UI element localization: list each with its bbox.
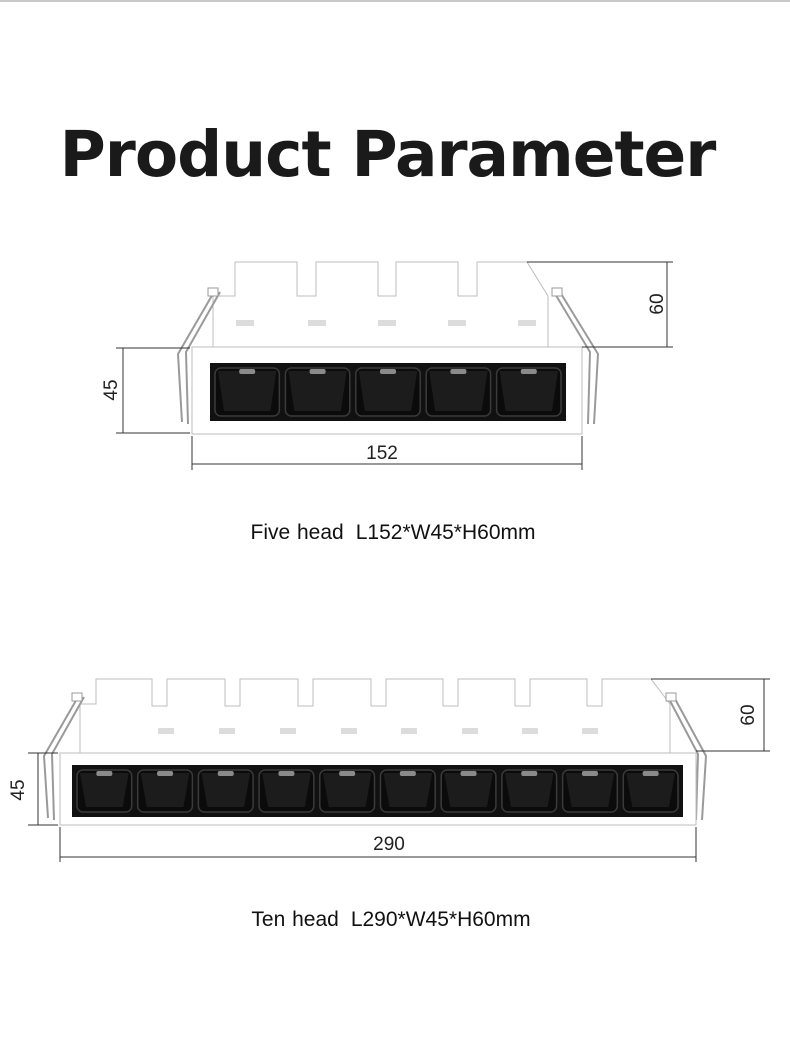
ten-head-length-label: 290 xyxy=(373,834,405,855)
five-head-lens-cells xyxy=(214,367,562,417)
ten-head-lens-cell xyxy=(622,769,679,813)
ten-head-name: Ten head xyxy=(251,908,339,931)
five-head-spec: L152*W45*H60mm xyxy=(355,521,536,544)
top-divider xyxy=(0,0,790,2)
ten-head-lens-cell xyxy=(197,769,254,813)
five-head-drawing: 152 45 60 xyxy=(101,261,673,470)
five-head-length-dimension xyxy=(191,436,583,470)
ten-head-drawing: 290 45 60 xyxy=(8,678,770,862)
five-head-height-label: 60 xyxy=(647,293,668,314)
ten-head-lens-cell xyxy=(76,769,133,813)
ten-head-lens-cell xyxy=(440,769,497,813)
ten-head-spec: L290*W45*H60mm xyxy=(350,908,531,931)
ten-head-lens-cell xyxy=(319,769,376,813)
page-title: Product Parameter xyxy=(59,118,717,191)
five-head-caption: Five head L152*W45*H60mm xyxy=(0,521,788,545)
five-head-lens-cell xyxy=(355,367,421,417)
five-head-height-dimension xyxy=(527,261,673,348)
ten-head-length-dimension xyxy=(59,827,697,862)
ten-head-spring-clips xyxy=(42,692,708,821)
ten-head-lens-cell xyxy=(379,769,436,813)
ten-head-height-dimension xyxy=(651,678,770,752)
five-head-lens-cell xyxy=(284,367,351,417)
ten-head-caption: Ten head L290*W45*H60mm xyxy=(0,908,786,932)
five-head-lens-cell xyxy=(214,367,281,417)
ten-head-heatsink xyxy=(79,678,671,754)
five-head-spring-clips xyxy=(176,287,600,425)
five-head-lens-cell xyxy=(495,367,562,417)
ten-head-lens-cell xyxy=(501,769,558,813)
ten-head-lens-cell xyxy=(561,769,619,813)
five-head-width-label: 45 xyxy=(101,379,122,400)
five-head-length-label: 152 xyxy=(366,443,398,464)
ten-head-lens-cell xyxy=(136,769,194,813)
five-head-name: Five head xyxy=(250,521,344,544)
five-head-width-dimension xyxy=(116,347,190,434)
ten-head-height-label: 60 xyxy=(738,704,759,725)
ten-head-width-label: 45 xyxy=(8,779,29,800)
ten-head-lens-cells xyxy=(76,769,679,813)
five-head-lens-cell xyxy=(425,367,492,417)
ten-head-width-dimension xyxy=(28,752,58,826)
ten-head-lens-cell xyxy=(258,769,315,813)
